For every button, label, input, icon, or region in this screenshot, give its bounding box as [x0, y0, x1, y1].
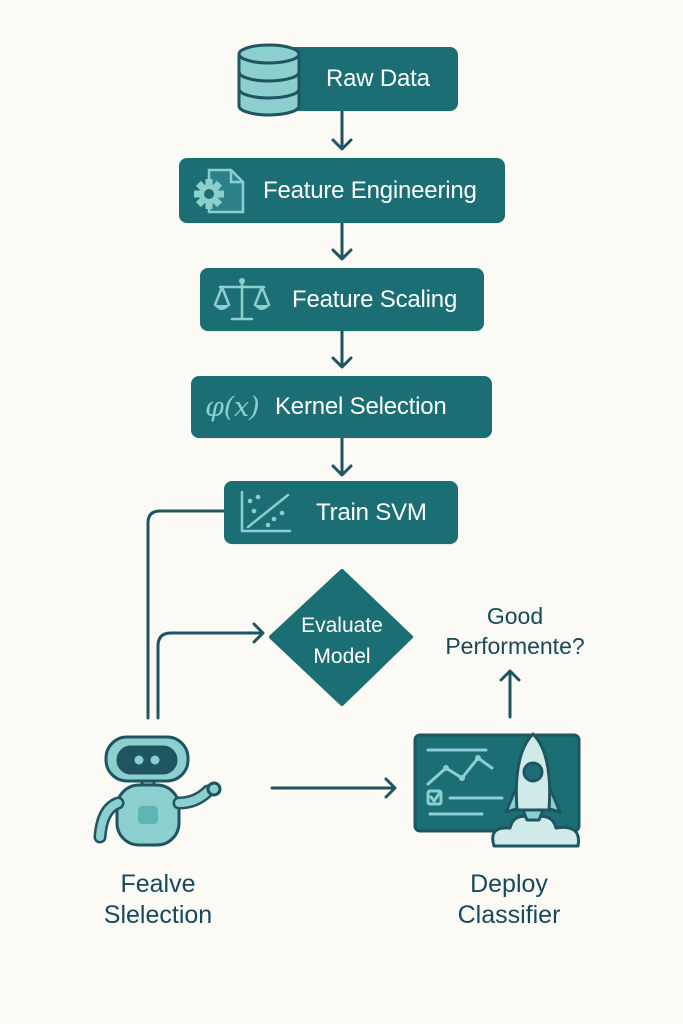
step-label: Feature Scaling: [292, 285, 458, 313]
arrow-scaling-to-kernel: [331, 330, 353, 369]
gear-document-icon: [194, 168, 245, 214]
decision-label-line2: Model: [313, 645, 371, 668]
arrow-selection-to-evaluate: [156, 622, 265, 720]
deploy-line1: Deploy: [470, 870, 548, 898]
step-kernel-selection: φ(x) Kernel Selection: [191, 376, 492, 438]
loop-line-train-to-selection: [146, 509, 226, 720]
decision-label: Evaluate Model: [272, 610, 412, 672]
deploy-caption: Deploy Classifier: [404, 869, 614, 931]
arrow-deploy-to-question: [499, 669, 521, 719]
question-line1: Good: [486, 603, 544, 629]
step-label: Raw Data: [326, 65, 430, 92]
step-train-svm: Train SVM: [224, 481, 458, 544]
question-line2: Performente?: [445, 633, 585, 659]
step-label: Train SVM: [316, 498, 427, 526]
step-label: Feature Engineering: [263, 176, 477, 204]
phi-function-icon: φ(x): [205, 391, 260, 423]
arrow-selection-to-deploy: [270, 777, 397, 799]
step-label: Kernel Selection: [275, 393, 447, 420]
arrow-engineering-to-scaling: [331, 222, 353, 261]
feature-selection-caption: Fealve Slelection: [58, 869, 258, 931]
deploy-line2: Classifier: [457, 901, 561, 929]
performance-question: Good Performente?: [420, 601, 610, 661]
arrow-kernel-to-train: [331, 437, 353, 477]
dashboard-rocket-icon: [413, 732, 581, 848]
feature-selection-line1: Fealve: [120, 870, 196, 898]
arrow-raw-to-engineering: [331, 110, 353, 151]
robot-icon: [93, 735, 222, 847]
balance-scale-icon: [213, 278, 271, 321]
step-raw-data: Raw Data: [237, 43, 458, 117]
feature-selection-line2: Slelection: [103, 901, 213, 929]
step-feature-engineering: Feature Engineering: [179, 158, 505, 223]
scatter-plot-icon: [240, 490, 292, 533]
step-feature-scaling: Feature Scaling: [200, 268, 484, 331]
database-icon: [237, 43, 301, 117]
decision-label-line1: Evaluate: [301, 614, 383, 637]
